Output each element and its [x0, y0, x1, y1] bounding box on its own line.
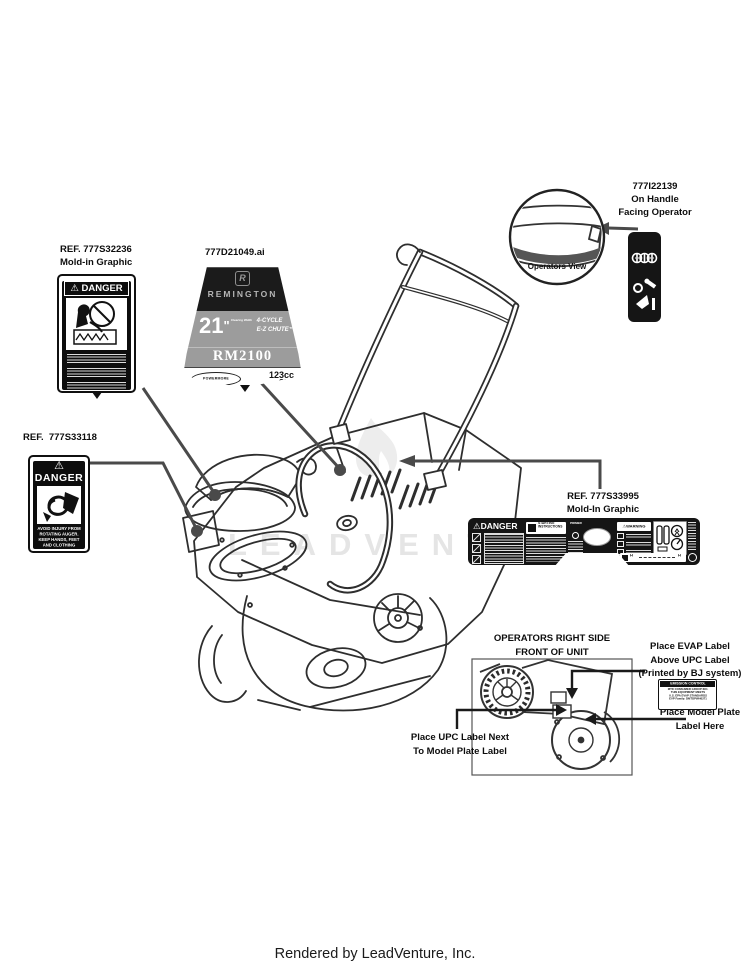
fuel-level-strip: H H: [620, 553, 686, 562]
choke-throttle-dials-icon: [656, 524, 684, 552]
hand-icon: [636, 295, 649, 309]
arrowhead-down-icon: [566, 688, 578, 699]
inset-drawing: [455, 658, 686, 776]
engine-brand: POWERMORE: [203, 377, 229, 381]
renderer-credit: Rendered by LeadVenture, Inc.: [274, 946, 476, 962]
primer-section: PRIMER: [568, 522, 583, 553]
primer-bulb-icon: [572, 532, 579, 539]
fuel-cap-icon: [688, 553, 697, 562]
side-panel-callout: REF. 777S33995 Mold-In Graphic: [566, 491, 640, 515]
arrowhead-left-icon: [585, 713, 596, 725]
danger-microtext: [67, 354, 126, 390]
handle-control-label: [628, 232, 661, 322]
danger-chute-label: ⚠ DANGER: [57, 274, 136, 393]
off-symbol-icon: [633, 283, 643, 293]
mold-top-callout: REF. 777S32236 Mold-in Graphic: [60, 244, 133, 268]
operators-view-circle: [508, 188, 606, 286]
arrowhead-right-icon: [556, 704, 567, 716]
danger-icon-column: [472, 533, 481, 566]
arrowhead-left-icon: [399, 455, 415, 467]
fuel-icon: [622, 554, 628, 561]
book-icon: [528, 524, 536, 532]
emission-control-label: EMISSION CONTROL INFORMATION MTD CONSUME…: [658, 679, 717, 710]
warning-triangle-icon: ⚠: [54, 460, 64, 472]
brand-logo: R: [235, 271, 250, 286]
chute-hazard-pictogram: [66, 298, 127, 350]
engine-displacement: 123cc: [268, 370, 294, 380]
danger-header: ⚠ DANGER: [64, 281, 129, 296]
danger-header: ⚠DANGER: [473, 521, 518, 531]
inset-title: OPERATORS RIGHT SIDE FRONT OF UNIT: [493, 633, 611, 658]
handle-label-callout: 777I22139 On Handle Facing Operator: [600, 180, 710, 219]
warning-rows: [617, 533, 651, 557]
emission-header: EMISSION CONTROL INFORMATION: [669, 682, 706, 686]
brand-name: REMINGTON: [207, 289, 278, 299]
choke-throttle-panel: [653, 521, 687, 555]
key-icon: [644, 278, 657, 289]
auger-warning-text: AVOID INJURY FROM ROTATING AUGER. KEEP H…: [37, 526, 81, 550]
hand-in-chute-icon: [73, 301, 117, 345]
primer-caption: PRIMER: [569, 522, 582, 525]
auger-hazard-pictogram: [37, 486, 81, 524]
size-caption: Clearing Width: [230, 319, 252, 322]
evap-callout: Place EVAP Label Above UPC Label (Printe…: [638, 641, 742, 679]
product-label-callout: 777D21049.ai: [205, 247, 265, 258]
handle-control-icons: [631, 252, 658, 310]
upc-callout: Place UPC Label Next To Model Plate Labe…: [410, 732, 510, 757]
blank-oval: [583, 528, 611, 546]
handle-ref-number: 777I22139: [632, 181, 678, 192]
on-symbol-icon: [652, 298, 655, 310]
feature-2: E-Z CHUTE™: [256, 327, 295, 333]
model-number: RM2100: [183, 347, 302, 367]
feature-1: 4-CYCLE: [256, 318, 283, 324]
warning-header: ⚠WARNING: [617, 522, 651, 531]
danger-header: DANGER: [34, 472, 84, 484]
model-plate-callout: Place Model Plate Label Here: [659, 707, 741, 732]
rotating-auger-icon: [43, 492, 79, 522]
starting-microtext: [526, 537, 566, 562]
size-section: 21" Clearing Width 4-CYCLE E-Z CHUTE™: [183, 311, 302, 347]
operators-view-caption: Operators View: [527, 262, 587, 271]
danger-auger-label: ⚠ DANGER AVOID INJURY FROM ROTATING AUGE…: [28, 455, 90, 553]
auger-label-callout: REF. 777S33118: [23, 432, 97, 443]
label-bottom-notch: [554, 553, 630, 567]
label-pointer-icon: [92, 392, 102, 399]
right-microtext: [688, 522, 696, 550]
inset-callout-arrows: [455, 669, 686, 729]
leader-lines: [90, 226, 639, 531]
label-pointer-icon: [240, 385, 250, 392]
danger-microtext: [484, 533, 524, 564]
clearing-width-value: 21": [199, 313, 230, 338]
